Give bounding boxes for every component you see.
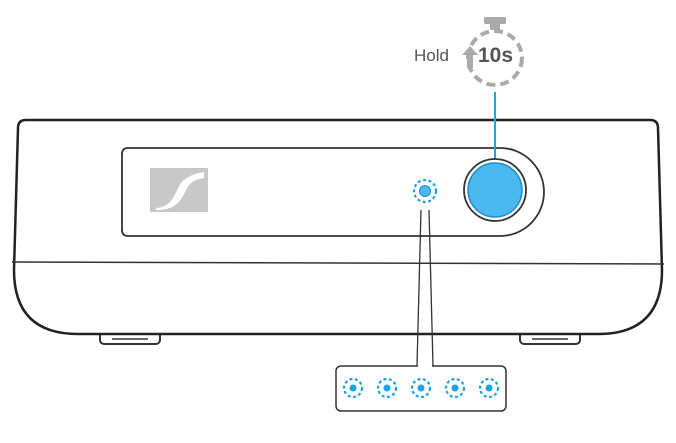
blinking-led-icon xyxy=(412,178,438,204)
sennheiser-logo-icon xyxy=(150,168,208,212)
callout-pointer xyxy=(416,209,434,367)
led-sequence-dot-1 xyxy=(342,377,364,399)
led-sequence-dot-2 xyxy=(376,377,398,399)
device-seam xyxy=(11,261,665,265)
led-sequence-dot-4 xyxy=(444,377,466,399)
led-sequence-dot-5 xyxy=(478,377,500,399)
timer-duration-label: 10s xyxy=(478,44,514,67)
hold-label: Hold xyxy=(414,46,449,65)
up-arrow-icon xyxy=(462,46,478,68)
front-panel xyxy=(121,147,545,237)
power-button xyxy=(463,158,527,222)
led-sequence-box xyxy=(335,364,507,412)
led-sequence-dot-3 xyxy=(410,377,432,399)
